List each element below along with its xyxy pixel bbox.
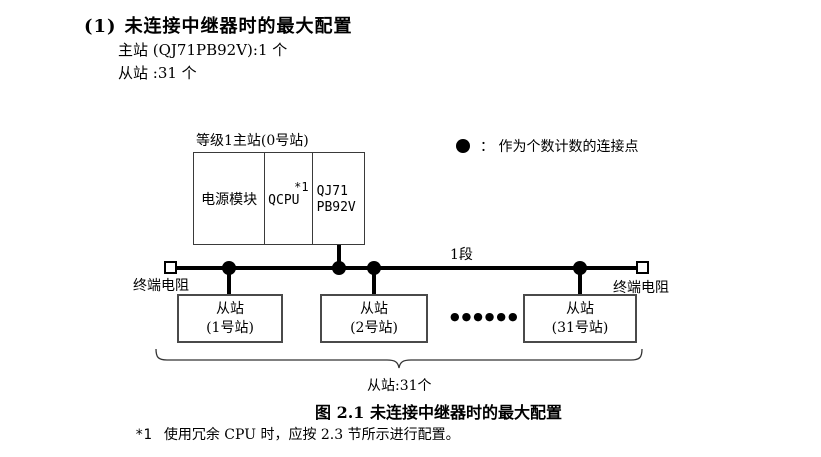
master-connector-line [337, 245, 341, 267]
pb92v-label-line2: PB92V [316, 200, 356, 215]
figure-caption: 图 2.1 未连接中继器时的最大配置 [315, 403, 562, 422]
slave-station-box-1: 从站 (1号站) [177, 294, 283, 343]
footnote-marker: *1 [135, 427, 152, 443]
pb92v-label-line1: QJ71 [316, 184, 348, 199]
pb92v-cell: QJ71 PB92V [313, 153, 364, 244]
ellipsis-dots: ●●●●●● [450, 310, 520, 323]
slave2-label-line2: (2号站) [350, 319, 398, 336]
legend-text: ： 作为个数计数的连接点 [480, 139, 639, 155]
brace-label: 从站:31个 [367, 378, 432, 394]
power-module-cell: 电源模块 [194, 153, 266, 244]
connection-dot [573, 261, 587, 275]
terminator-left-label: 终端电阻 [133, 278, 189, 294]
section-heading: (1) 未连接中继器时的最大配置 [84, 12, 353, 38]
slave31-connector-line [578, 270, 582, 295]
bus-line [177, 266, 637, 270]
qcpu-cell: *1 QCPU [265, 153, 313, 244]
master-station-box: 电源模块 *1 QCPU QJ71 PB92V [193, 152, 365, 245]
slave2-connector-line [372, 270, 376, 295]
terminator-right-icon [636, 261, 649, 274]
terminator-left-icon [164, 261, 177, 274]
section-number: (1) [84, 16, 117, 37]
footnote-text: 使用冗余 CPU 时，应按 2.3 节所示进行配置。 [163, 427, 460, 443]
connection-dot [222, 261, 236, 275]
footnote-ref-marker: *1 [294, 180, 309, 194]
slave1-connector-line [227, 270, 231, 295]
qcpu-label: QCPU [268, 193, 300, 208]
footnote: *1 使用冗余 CPU 时，应按 2.3 节所示进行配置。 [135, 424, 460, 444]
slave2-label-line1: 从站 [360, 300, 388, 317]
slave1-label-line1: 从站 [216, 300, 244, 317]
slave31-label-line2: (31号站) [551, 319, 609, 336]
segment-label: 1段 [450, 247, 473, 263]
slave31-label-line1: 从站 [566, 300, 594, 317]
brace-graphic [155, 349, 643, 369]
terminator-right-label: 终端电阻 [613, 280, 669, 296]
connection-point-icon [456, 139, 470, 153]
master-station-label: 等级1主站(0号站) [196, 133, 309, 149]
slave1-label-line2: (1号站) [206, 319, 254, 336]
legend: ： 作为个数计数的连接点 [456, 136, 638, 156]
connection-dot [367, 261, 381, 275]
section-title: 未连接中继器时的最大配置 [124, 16, 353, 37]
slave-station-box-2: 从站 (2号站) [320, 294, 428, 343]
master-count-line: 主站 (QJ71PB92V):1 个 [118, 41, 288, 59]
slave-station-box-31: 从站 (31号站) [523, 294, 637, 343]
connection-dot [332, 261, 346, 275]
slave-count-line: 从站 :31 个 [118, 64, 197, 82]
